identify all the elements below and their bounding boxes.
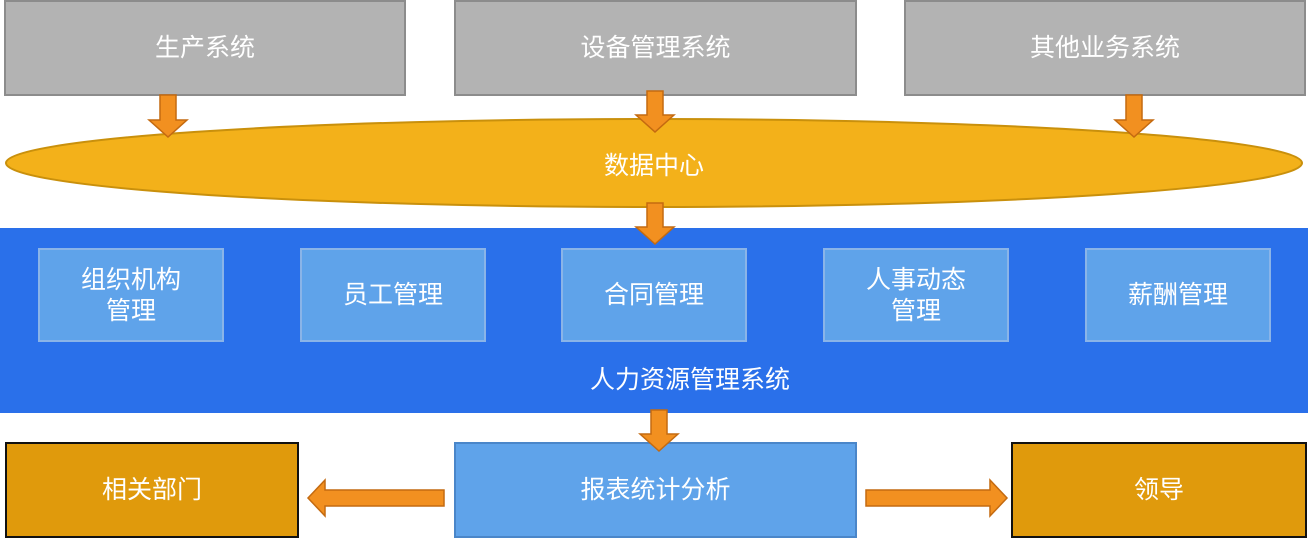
arrow-down-other bbox=[1113, 94, 1155, 139]
data-center-label: 数据中心 bbox=[603, 151, 704, 180]
arrow-down-hr bbox=[638, 409, 680, 453]
related-departments-box: 相关部门 bbox=[5, 442, 299, 538]
report-analysis-box: 报表统计分析 bbox=[454, 442, 857, 538]
arrow-right-leadership bbox=[865, 478, 1009, 518]
module-personnel-line1: 人事动态 bbox=[865, 264, 966, 294]
module-employee-management: 员工管理 bbox=[300, 248, 486, 342]
hr-system-label: 人力资源管理系统 bbox=[589, 365, 790, 394]
module-org-line1: 组织机构 bbox=[80, 264, 181, 294]
arrow-left-departments bbox=[306, 478, 445, 518]
other-business-system-box: 其他业务系统 bbox=[904, 0, 1306, 96]
production-system-box: 生产系统 bbox=[4, 0, 406, 96]
module-contract-management: 合同管理 bbox=[561, 248, 747, 342]
module-contract-label: 合同管理 bbox=[603, 280, 704, 310]
module-personnel-line2: 管理 bbox=[890, 296, 941, 325]
arrow-down-production bbox=[147, 94, 189, 139]
module-org-line2: 管理 bbox=[105, 296, 156, 325]
module-org-management: 组织机构 管理 bbox=[38, 248, 224, 342]
leadership-box: 领导 bbox=[1011, 442, 1307, 538]
module-salary-label: 薪酬管理 bbox=[1127, 280, 1228, 310]
arrow-down-datacenter bbox=[634, 202, 676, 246]
module-personnel-dynamics: 人事动态 管理 bbox=[823, 248, 1009, 342]
module-salary-management: 薪酬管理 bbox=[1085, 248, 1271, 342]
equipment-management-system-box: 设备管理系统 bbox=[454, 0, 857, 96]
module-employee-label: 员工管理 bbox=[342, 280, 443, 310]
arrow-down-equipment bbox=[634, 90, 676, 134]
